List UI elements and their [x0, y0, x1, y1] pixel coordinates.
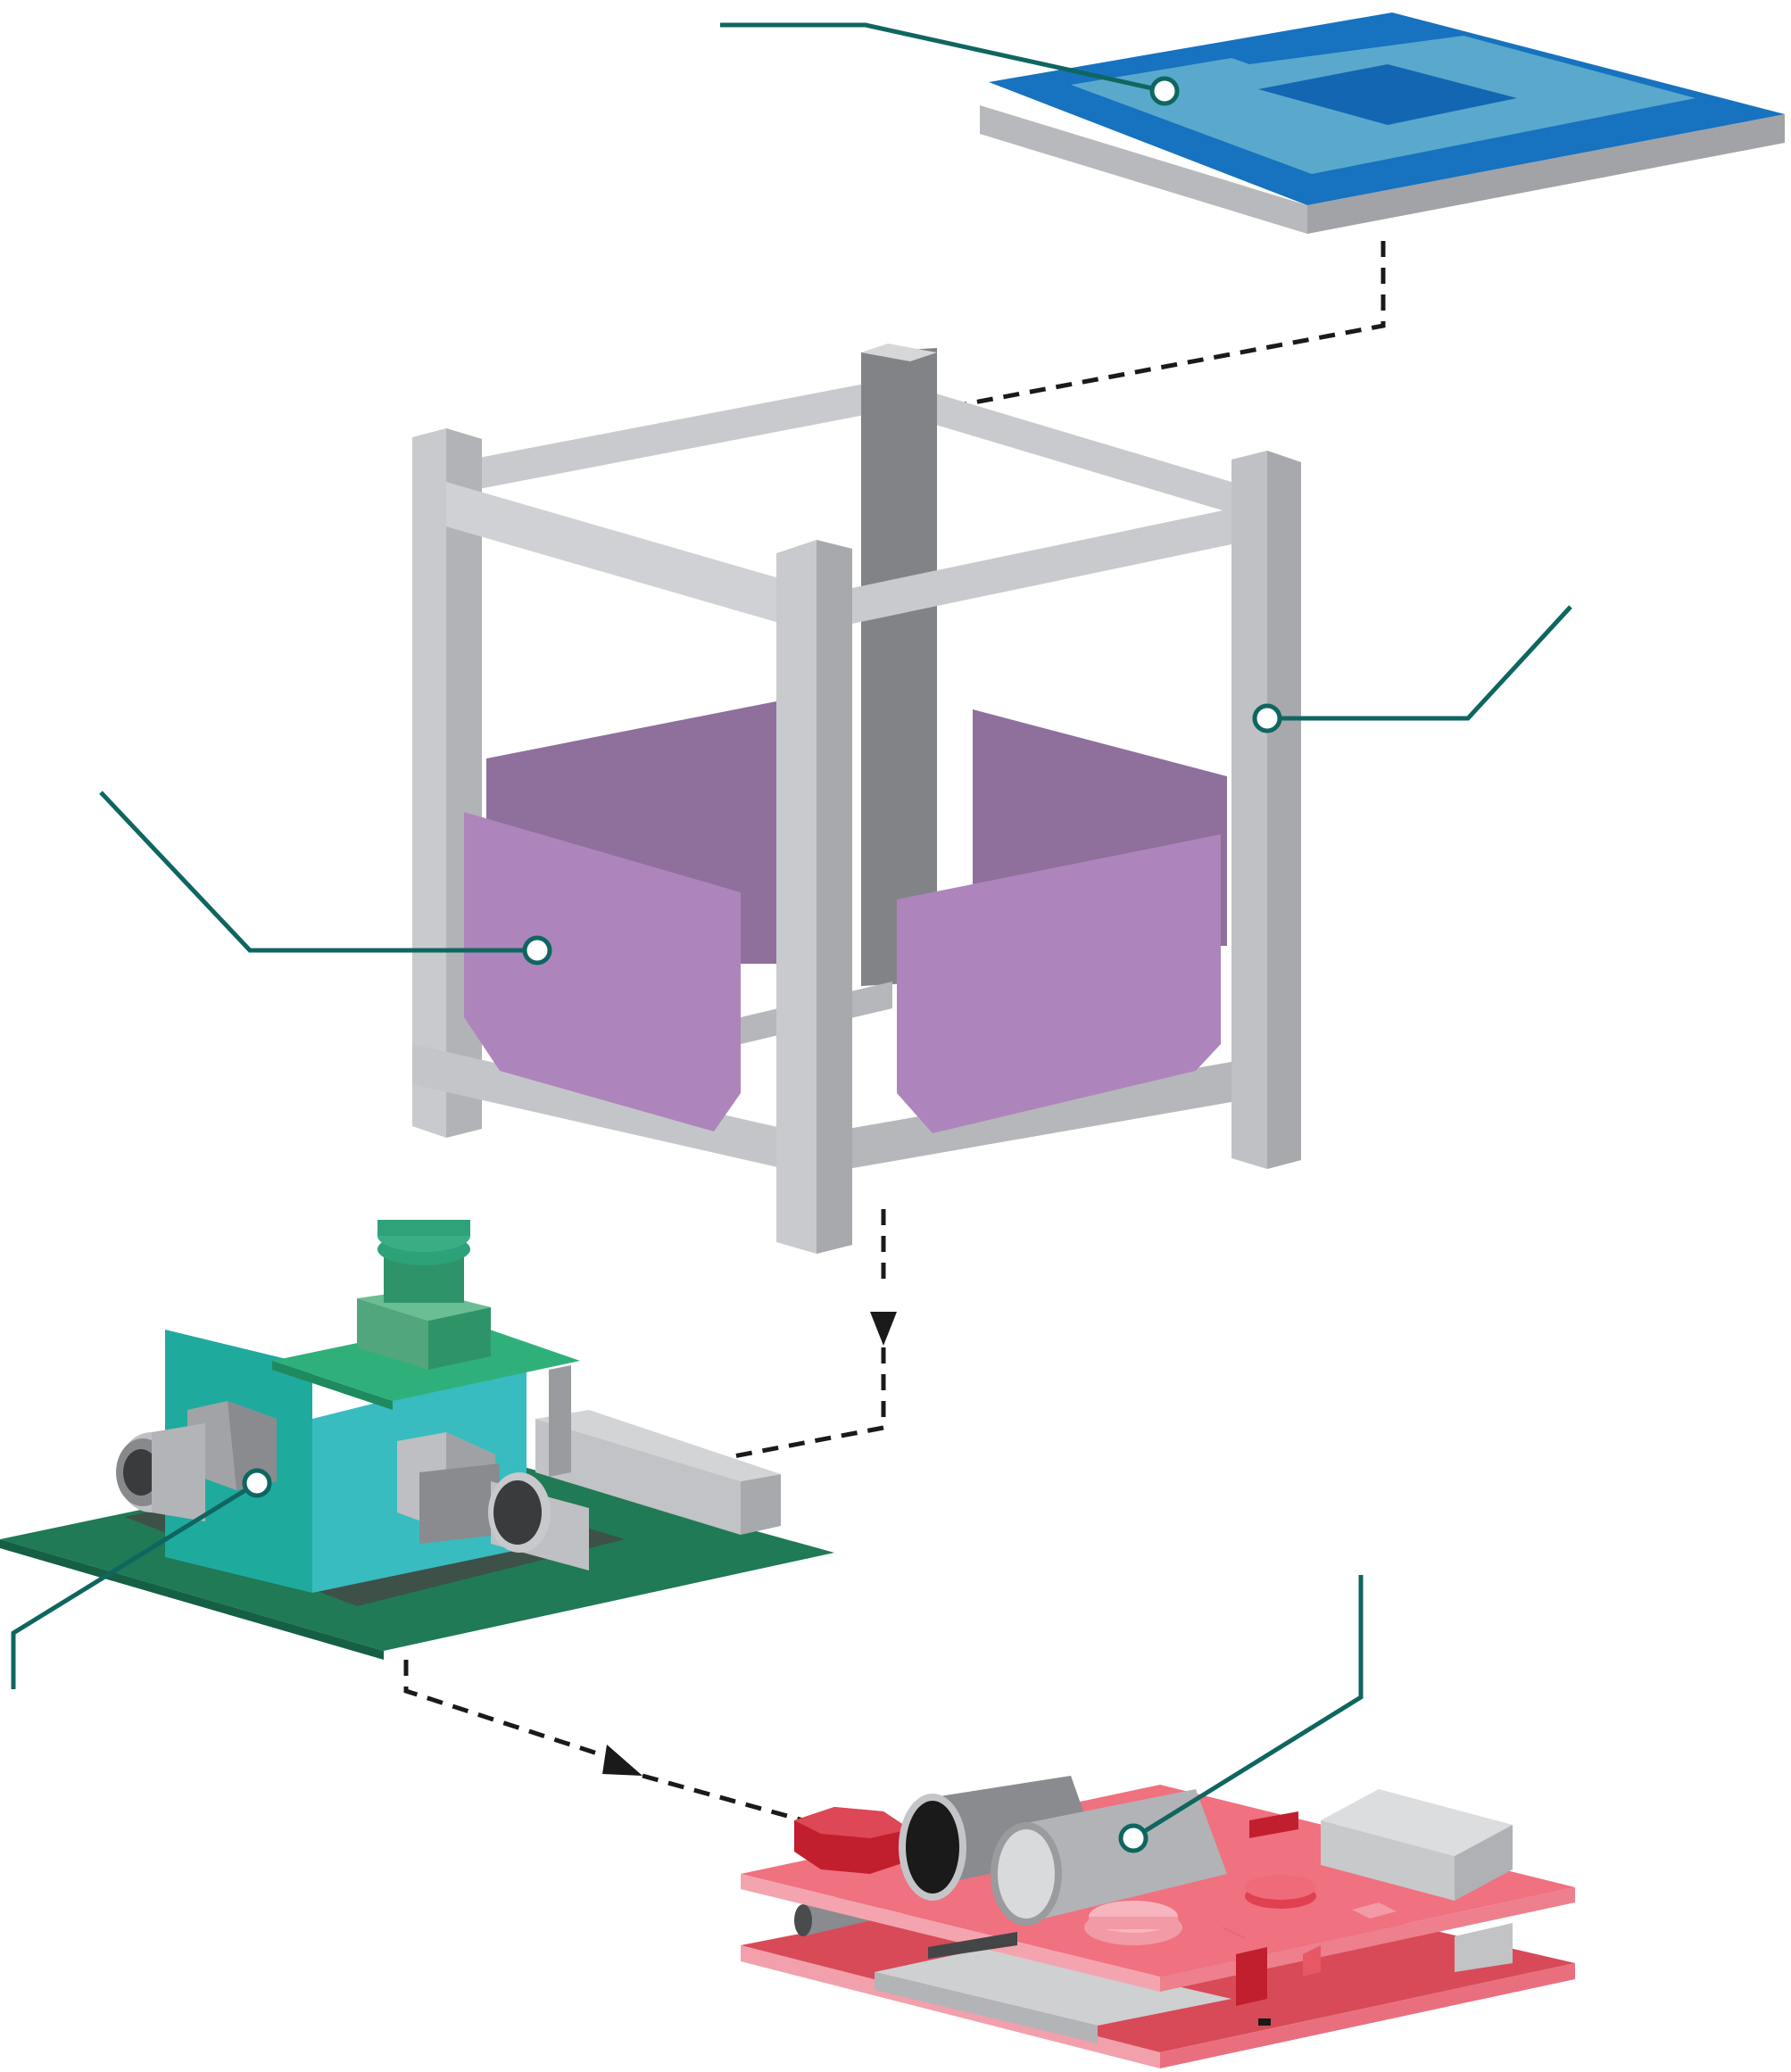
frame-back-post: [861, 348, 937, 986]
power-connector: [794, 1807, 910, 1874]
callout-dot-camera: [242, 1468, 272, 1498]
frame-bottom-left-rail: [412, 1044, 785, 1169]
callout-camera: [11, 1480, 259, 1689]
power-board: [741, 1776, 1575, 2068]
top-panel-side-right: [1307, 114, 1785, 234]
frame-bottom-right-rail: [848, 1062, 1231, 1169]
side-panel-front-right: [897, 834, 1221, 1133]
frame-right-rail: [848, 509, 1231, 625]
arrow-head-icon: [602, 1745, 643, 1776]
callout-dot-frame: [1252, 703, 1282, 733]
callout-markers: [242, 76, 1282, 1853]
callout-power-board: [1132, 1575, 1364, 1841]
top-solar-panel: [980, 12, 1785, 234]
frame-left-rail: [446, 482, 785, 625]
camera-lens-left: [116, 1401, 277, 1521]
callout-dot-power-board: [1118, 1823, 1148, 1853]
assembly-arrow-2: [695, 1209, 897, 1466]
side-panel-front-left: [464, 812, 741, 1131]
callout-top-panel: [720, 22, 1165, 94]
power-capacitor-light: [991, 1789, 1227, 1926]
frame-back-rail: [446, 379, 1231, 513]
callout-dot-side-panel: [522, 935, 552, 966]
assembly-arrow-3: [403, 1660, 804, 1823]
callouts: [11, 22, 1572, 1841]
callout-frame: [1267, 605, 1572, 721]
arrow-head-icon: [870, 1312, 897, 1346]
callout-dot-top-panel: [1149, 76, 1180, 106]
cubesat-frame: [412, 344, 1301, 1254]
camera-lens-right: [397, 1432, 589, 1571]
camera-board: [0, 1220, 834, 1660]
top-panel-side-left: [980, 105, 1307, 234]
camera-support-bar: [535, 1419, 741, 1535]
callout-side-panel: [99, 791, 537, 953]
top-panel-center-cell: [1258, 64, 1517, 125]
